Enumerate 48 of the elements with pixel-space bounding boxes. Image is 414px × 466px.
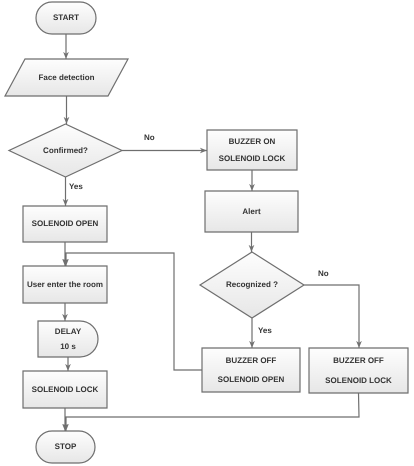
process-box — [309, 348, 408, 393]
node-text: START — [52, 12, 80, 24]
arrow — [304, 284, 362, 348]
node-text: SOLENOID OPEN — [32, 218, 98, 230]
terminal-node — [36, 431, 95, 463]
node-text: User enter the room — [26, 278, 104, 290]
node-text: Confirmed? — [43, 144, 88, 156]
process-box — [23, 266, 107, 303]
process-box — [205, 191, 298, 232]
node-text: SOLENOID LOCK — [325, 374, 392, 386]
node-text: Face detection — [38, 72, 94, 84]
terminal-node — [36, 2, 96, 34]
arrow — [62, 242, 68, 266]
node-text: BUZZER OFF — [333, 355, 384, 366]
delay-node — [38, 321, 98, 357]
edge-label: Yes — [68, 182, 84, 191]
arrow — [249, 318, 255, 348]
arrow — [62, 303, 68, 321]
edge-label: Yes — [257, 326, 273, 335]
decision-diamond — [200, 252, 304, 318]
node-text: SOLENOID LOCK — [32, 384, 98, 396]
process-box — [202, 348, 300, 392]
arrow — [62, 177, 68, 206]
arrow — [65, 357, 71, 371]
process-box — [207, 130, 297, 170]
edge-label: No — [317, 269, 330, 278]
arrow — [62, 408, 68, 431]
arrow — [63, 392, 360, 431]
input-parallelogram — [5, 59, 128, 96]
node-text: 10 s — [60, 340, 76, 352]
arrow — [248, 232, 254, 252]
arrow — [63, 252, 202, 371]
arrow — [249, 170, 255, 191]
node-text: BUZZER OFF — [226, 354, 276, 366]
node-text: DELAY — [54, 326, 82, 338]
process-box — [23, 371, 107, 408]
decision-diamond — [9, 124, 122, 177]
arrow — [63, 34, 69, 59]
process-box — [23, 206, 107, 242]
node-text: SOLENOID LOCK — [218, 152, 286, 164]
node-text: BUZZER ON — [228, 136, 276, 148]
node-text: Recognized ? — [226, 279, 278, 291]
arrow — [64, 96, 70, 124]
edge-label: No — [143, 133, 156, 142]
arrow — [122, 148, 207, 154]
node-text: Alert — [242, 206, 261, 218]
node-text: SOLENOID OPEN — [218, 374, 284, 386]
node-text: STOP — [54, 441, 76, 453]
